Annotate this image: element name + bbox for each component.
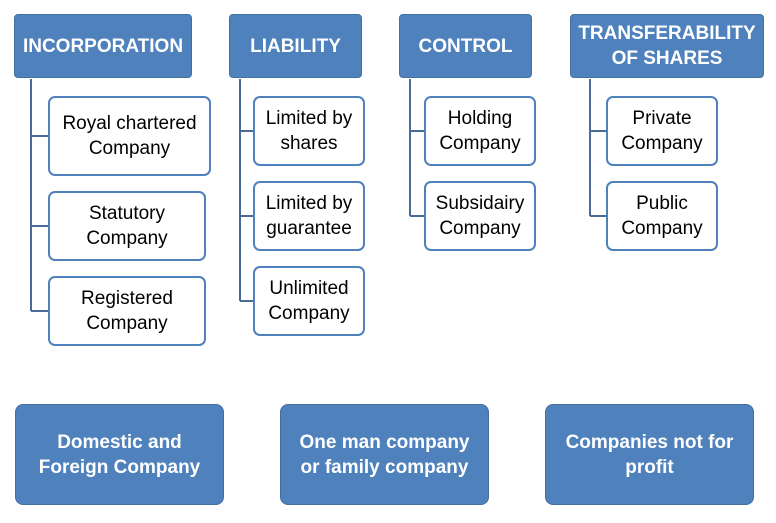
node-unlimited-company: Unlimited Company bbox=[253, 266, 365, 336]
node-limited-by-shares: Limited by shares bbox=[253, 96, 365, 166]
box-domestic-and-foreign-company: Domestic and Foreign Company bbox=[15, 404, 224, 505]
header-transferability-of-shares: TRANSFERABILITY OF SHARES bbox=[570, 14, 764, 78]
node-holding-company: Holding Company bbox=[424, 96, 536, 166]
node-registered-company: Registered Company bbox=[48, 276, 206, 346]
node-limited-by-guarantee: Limited by guarantee bbox=[253, 181, 365, 251]
box-companies-not-for-profit: Companies not for profit bbox=[545, 404, 754, 505]
header-liability: LIABILITY bbox=[229, 14, 362, 78]
node-statutory-company: Statutory Company bbox=[48, 191, 206, 261]
node-subsidairy-company: Subsidairy Company bbox=[424, 181, 536, 251]
node-private-company: Private Company bbox=[606, 96, 718, 166]
header-control: CONTROL bbox=[399, 14, 532, 78]
header-incorporation: INCORPORATION bbox=[14, 14, 192, 78]
node-public-company: Public Company bbox=[606, 181, 718, 251]
box-one-man-company: One man company or family company bbox=[280, 404, 489, 505]
node-royal-chartered-company: Royal chartered Company bbox=[48, 96, 211, 176]
